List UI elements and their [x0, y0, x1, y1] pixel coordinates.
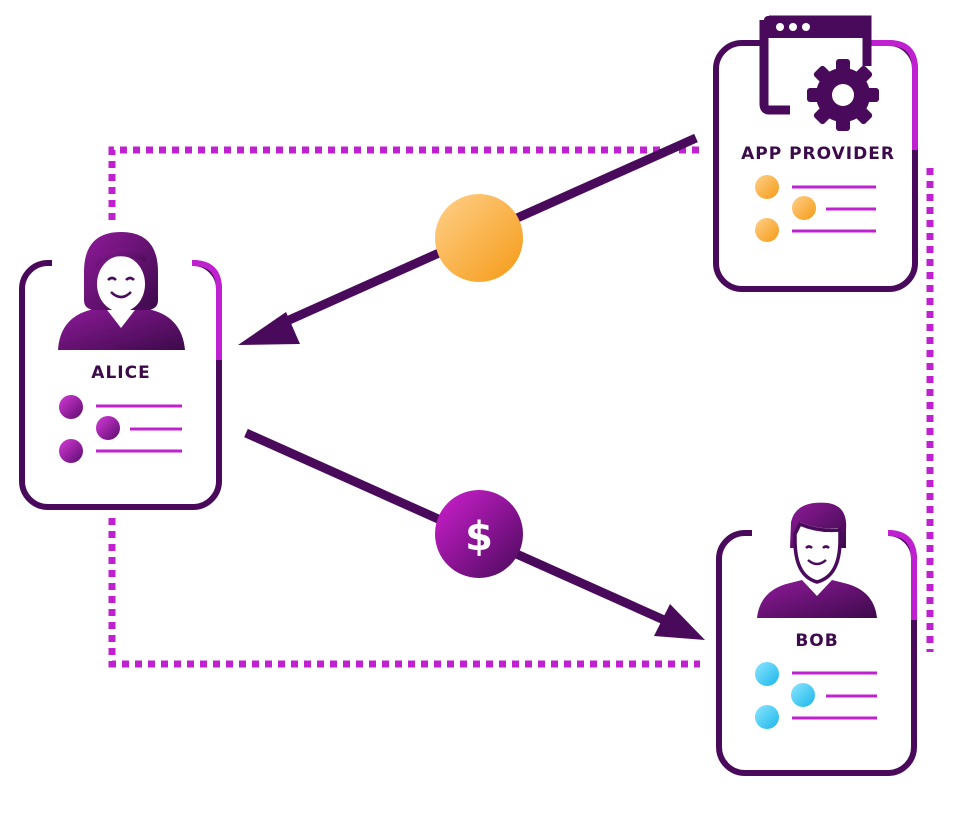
woman-avatar-icon [52, 226, 192, 352]
alice-info-list [59, 395, 182, 463]
app-provider-card: APP PROVIDER [713, 14, 918, 292]
app-provider-label: APP PROVIDER [741, 144, 895, 164]
alice-label: ALICE [91, 363, 150, 383]
bob-info-list [755, 662, 877, 729]
bob-label: BOB [795, 631, 838, 651]
dollar-coin-icon: $ [435, 490, 523, 578]
dotted-connection [108, 146, 934, 668]
app-gear-icon [759, 14, 879, 131]
dollar-symbol: $ [465, 514, 493, 560]
man-avatar-icon [752, 498, 888, 618]
bob-card: BOB [716, 498, 917, 776]
alice-card: ALICE [19, 226, 222, 510]
app-provider-info-list [755, 175, 876, 242]
orange-token-icon [435, 194, 523, 282]
